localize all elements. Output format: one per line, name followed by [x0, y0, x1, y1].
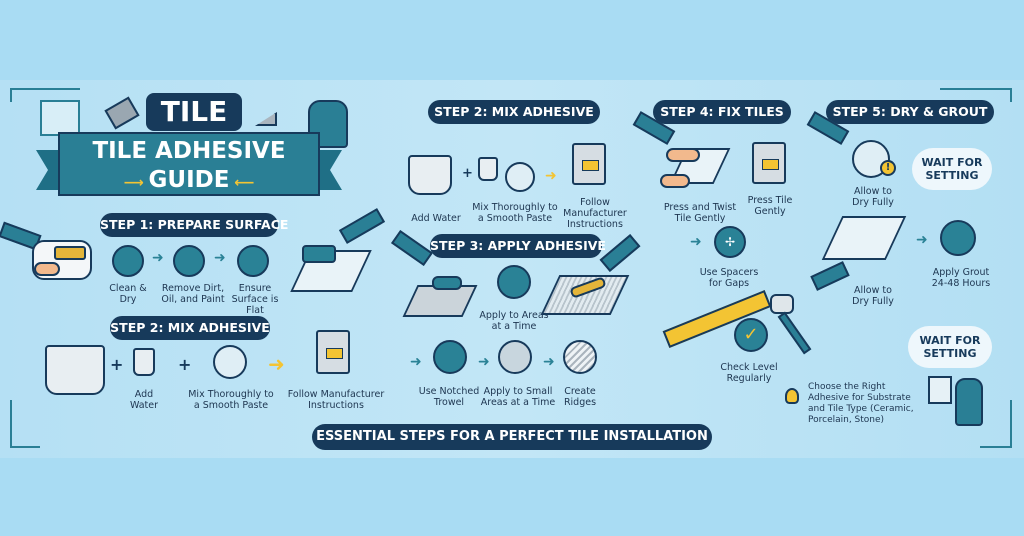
arrow-icon: ➜ [690, 234, 702, 250]
step5-item: Allow to Dry Fully [852, 186, 894, 208]
step5-item: Allow to Dry Fully [852, 285, 894, 307]
step5-title: STEP 5: DRY & GROUT [826, 100, 994, 124]
mixing-bowl-icon [505, 162, 535, 192]
step4-title: STEP 4: FIX TILES [653, 100, 791, 124]
tip-text: Choose the Right Adhesive for Substrate … [808, 382, 914, 425]
sponge-icon [173, 245, 205, 277]
corner-decoration [10, 400, 40, 448]
arrow-icon: ➜ [152, 250, 164, 266]
step2-item: Add Water [411, 213, 461, 224]
step2-item: Follow Manufacturer Instructions [563, 197, 627, 230]
adhesive-bag-icon [752, 142, 786, 184]
mixing-bowl-icon [213, 345, 247, 379]
hand-illustration [34, 262, 60, 276]
tile-title-badge: TILE [146, 93, 242, 131]
notched-trowel-icon [497, 265, 531, 299]
step4-item: Press Tile Gently [747, 195, 793, 217]
water-drop-icon [133, 348, 155, 376]
worker-icon [955, 378, 983, 426]
check-icon: ✓ [734, 318, 768, 352]
bucket-icon [408, 155, 452, 195]
grout-icon [940, 220, 976, 256]
step3-item: Create Ridges [563, 386, 597, 408]
step4-item: Press and Twist Tile Gently [663, 202, 737, 224]
spacer-icon: ✢ [714, 226, 746, 258]
brush-icon [54, 246, 86, 260]
water-drop-icon [478, 157, 498, 181]
notched-trowel-icon [433, 340, 467, 374]
lightbulb-icon [785, 388, 799, 404]
trowel-handle [432, 276, 462, 290]
step2-item: Mix Thoroughly to a Smooth Paste [188, 389, 274, 411]
arrow-icon: ➜ [410, 354, 422, 370]
step1-item: Remove Dirt, Oil, and Paint [161, 283, 225, 305]
step2-item: Mix Thoroughly to a Smooth Paste [472, 202, 558, 224]
guide-title-line2: ⟶ GUIDE ⟵ [123, 167, 255, 193]
corner-decoration [10, 88, 80, 102]
ridges-icon [563, 340, 597, 374]
arrow-icon: ➜ [214, 250, 226, 266]
arrow-icon: ➜ [478, 354, 490, 370]
guide-title-text: GUIDE [148, 167, 230, 193]
wait-for-setting-cloud: WAIT FOR SETTING [912, 148, 992, 190]
step2-item: Follow Manufacturer Instructions [287, 389, 385, 411]
step3-item: Use Notched Trowel [418, 386, 480, 408]
footer-banner: ESSENTIAL STEPS FOR A PERFECT TILE INSTA… [312, 424, 712, 450]
adhesive-bag-icon [316, 330, 350, 374]
plus-icon: + [178, 355, 192, 374]
arrow-icon: ➜ [543, 354, 555, 370]
clock-icon [852, 140, 890, 178]
arrow-icon: ➜ [545, 168, 557, 184]
hand-illustration [660, 174, 690, 188]
step3-item: Apply to Small Areas at a Time [480, 386, 556, 408]
arrow-icon: ➜ [268, 352, 285, 376]
warning-icon: ! [880, 160, 896, 176]
title-ribbon: TILE ADHESIVE ⟶ GUIDE ⟵ [58, 132, 320, 196]
brush-icon [112, 245, 144, 277]
mallet-icon [770, 294, 794, 314]
step4-item: Use Spacers for Gaps [699, 267, 759, 289]
step1-item: Ensure Surface is Flat [231, 283, 279, 316]
bucket-icon [45, 345, 105, 395]
plus-icon: + [110, 355, 124, 374]
adhesive-bag-icon [572, 143, 606, 185]
corner-decoration [940, 88, 1012, 102]
plus-icon: + [462, 166, 473, 181]
wait-for-setting-cloud: WAIT FOR SETTING [908, 326, 992, 368]
step1-title: STEP 1: PREPARE SURFACE [100, 213, 288, 237]
step3-item: Apply to Areas at a Time [479, 310, 549, 332]
sponge-icon [302, 245, 336, 263]
corner-decoration [980, 400, 1012, 448]
tiles-illustration [40, 100, 80, 136]
level-surface-icon [237, 245, 269, 277]
arrow-icon: ➜ [916, 232, 928, 248]
step3-title: STEP 3: APPLY ADHESIVE [430, 234, 606, 258]
step4-item: Check Level Regularly [720, 362, 778, 384]
guide-title-line1: TILE ADHESIVE [92, 138, 286, 164]
step5-item: Apply Grout 24-48 Hours [931, 267, 991, 289]
window-tiles-illustration [928, 376, 952, 404]
hand-illustration [666, 148, 700, 162]
step1-item: Clean & Dry [109, 283, 147, 305]
step2-item: Add Water [129, 389, 159, 411]
step2-title: STEP 2: MIX ADHESIVE [110, 316, 270, 340]
step2-title-middle: STEP 2: MIX ADHESIVE [428, 100, 600, 124]
apply-adhesive-icon [498, 340, 532, 374]
